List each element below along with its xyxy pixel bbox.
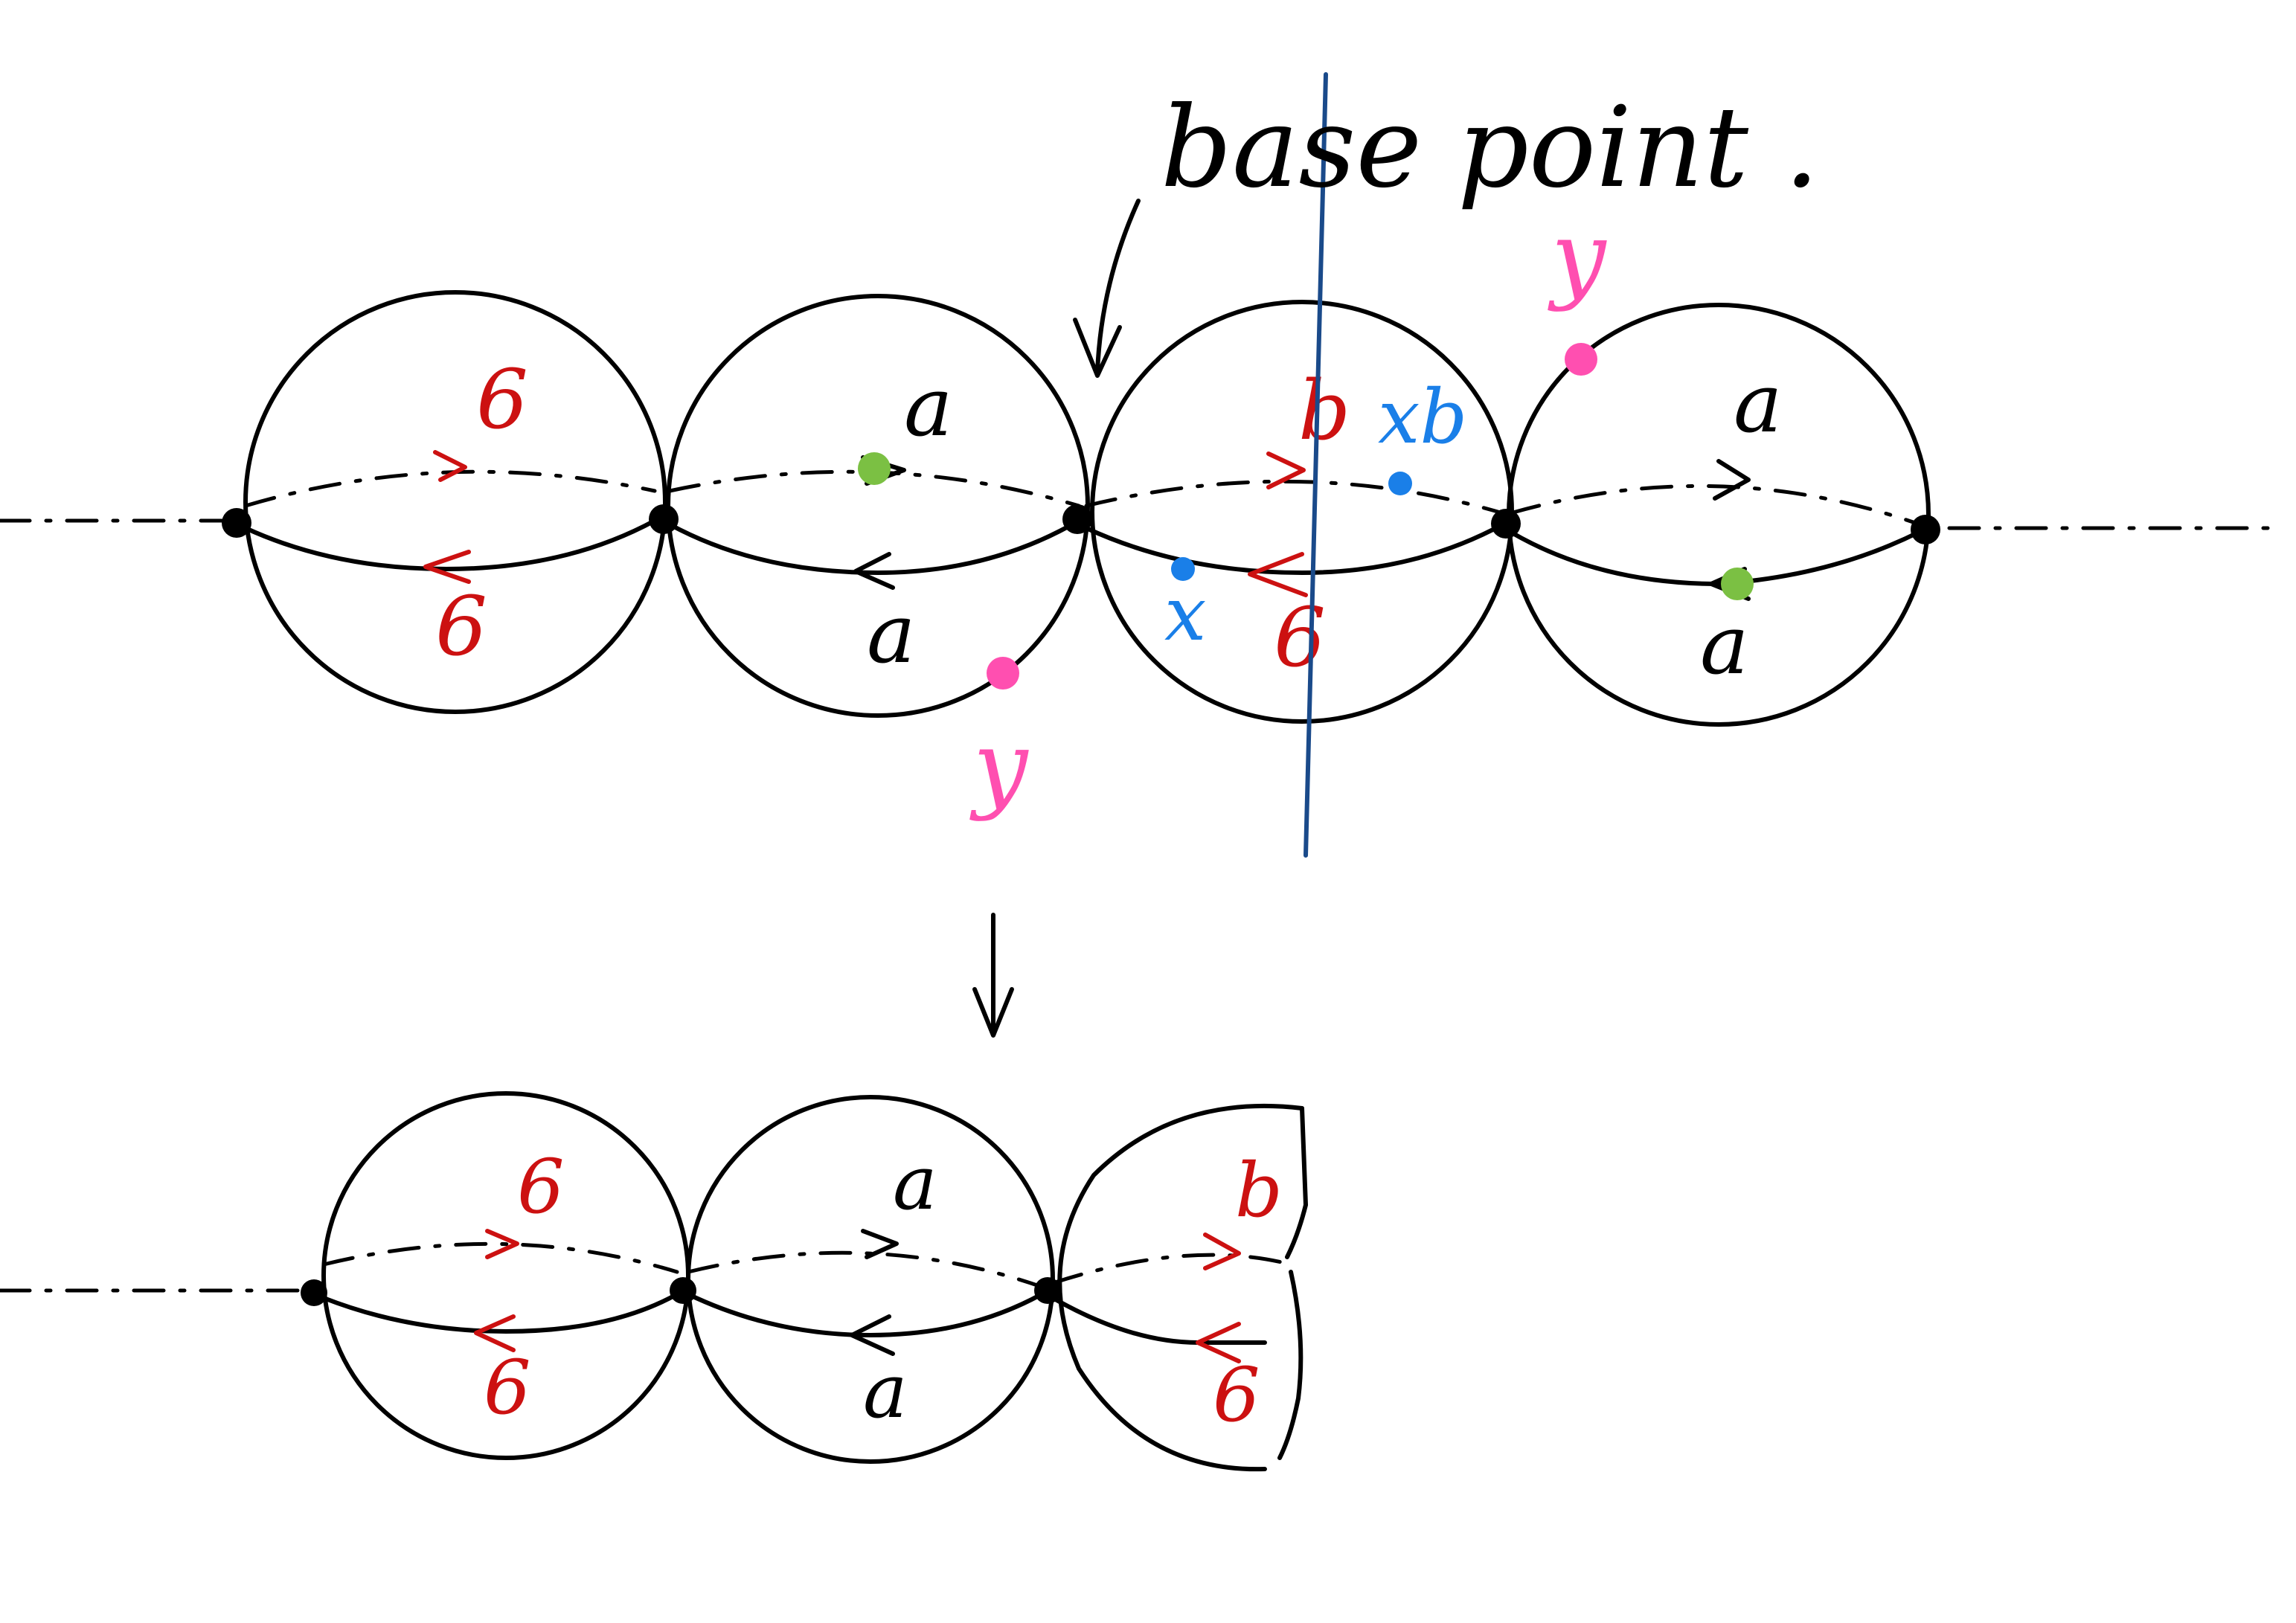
equator-front-2 [667, 518, 1081, 575]
blue-point-xb [1388, 472, 1412, 495]
junction-node [670, 1277, 696, 1304]
label-b-lower-3: 6 [1274, 590, 1326, 685]
arrow-red-right [485, 1229, 519, 1259]
pink-point [987, 657, 1019, 690]
base-point-label: base point . [1161, 83, 1819, 213]
label-b-upper-3: b [1235, 1147, 1283, 1234]
junction-node [1491, 509, 1521, 539]
arrow-red-right [1203, 1232, 1241, 1270]
label-a-lower-2: a [863, 1348, 908, 1435]
label-b-upper-1: 6 [476, 352, 528, 447]
equator-back-3 [1051, 1253, 1293, 1285]
label-x: x [1164, 571, 1206, 658]
label-y-upper: y [1548, 200, 1607, 313]
arrow-red-right [433, 450, 467, 482]
equator-front-3 [1051, 1296, 1267, 1345]
label-xb: xb [1378, 373, 1467, 460]
equator-back-3 [1084, 479, 1505, 515]
arrow-black-right [1713, 459, 1751, 501]
pink-point [1565, 343, 1597, 376]
arrow-red-left [423, 550, 471, 584]
transition-arrow [972, 913, 1014, 1038]
label-a-upper-4: a [1734, 356, 1783, 451]
label-a-upper-2: a [904, 359, 953, 454]
base-point-arrow-head [1073, 318, 1122, 378]
label-b-upper-3: b [1298, 363, 1350, 458]
equator-back-2 [686, 1250, 1044, 1289]
sphere-3-cut-edge-lower [1277, 1270, 1303, 1460]
arrow-red-left [1248, 552, 1308, 597]
base-point-cut-line [1303, 72, 1328, 858]
arrow-red-left [1196, 1322, 1241, 1363]
label-y-lower: y [969, 710, 1029, 823]
label-a-lower-4: a [1700, 597, 1749, 692]
junction-node [1034, 1277, 1061, 1304]
sphere-3-partial [1057, 1103, 1304, 1472]
equator-back-4 [1508, 483, 1922, 527]
sphere-3-cut-edge [1285, 1106, 1308, 1259]
equator-front-3 [1084, 522, 1505, 575]
junction-node [1062, 504, 1092, 534]
label-b-lower-3: 6 [1213, 1352, 1260, 1439]
label-a-lower-2: a [867, 586, 916, 681]
green-point [1721, 568, 1754, 600]
sphere-1 [243, 290, 667, 714]
equator-back-1 [243, 469, 657, 508]
base-point-arrow [1095, 199, 1141, 374]
arrow-black-left [853, 552, 895, 590]
arrow-black-left [850, 1314, 895, 1356]
label-b-upper-1: 6 [517, 1143, 565, 1230]
label-b-lower-1: 6 [435, 579, 487, 674]
green-point [858, 452, 891, 485]
junction-node [301, 1279, 327, 1306]
label-a-upper-2: a [893, 1140, 937, 1227]
top-row: 6 6 a a b 6 a a x xb y y base point . [0, 72, 2279, 858]
arrow-black-right [861, 1229, 899, 1259]
arrow-red-right [1266, 451, 1306, 489]
junction-node [222, 508, 251, 538]
equator-front-4 [1508, 530, 1922, 586]
equator-front-1 [321, 1292, 679, 1334]
bottom-row: 6 6 a a b 6 [0, 1091, 1308, 1472]
junction-node [1911, 515, 1940, 544]
blue-point-x [1171, 557, 1195, 581]
junction-node [649, 504, 679, 534]
equator-back-1 [321, 1241, 679, 1274]
equator-front-2 [686, 1292, 1044, 1337]
equator-front-1 [243, 518, 657, 571]
label-b-lower-1: 6 [484, 1344, 531, 1431]
arrow-red-left [474, 1314, 516, 1352]
